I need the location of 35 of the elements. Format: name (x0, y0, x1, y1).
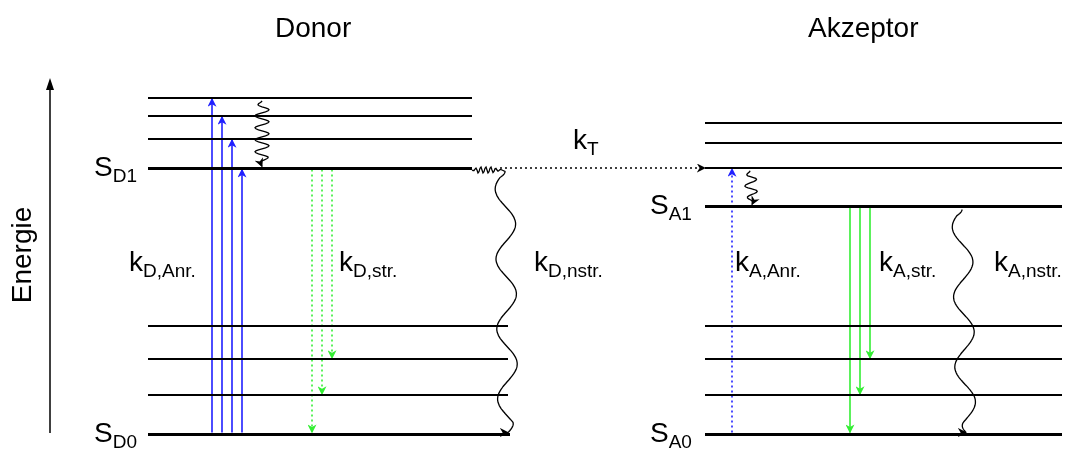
arrow (855, 206, 865, 396)
vibrational-level-line (148, 115, 472, 117)
vibrational-level-line (705, 167, 1062, 169)
level-label: S$_{D0}$ (94, 418, 137, 448)
arrow (845, 206, 855, 434)
vibrational-level-line (148, 394, 508, 396)
vibrational-level-line (705, 142, 1062, 144)
arrow (207, 97, 217, 434)
wavy-arrow (951, 208, 977, 434)
dotted-arrow (307, 168, 317, 434)
dotted-arrow (327, 168, 337, 360)
dotted-arrow (727, 167, 737, 434)
column-heading: Akzeptor (808, 12, 919, 44)
level-label: S$_{A0}$ (650, 418, 692, 448)
dotted-arrow (499, 163, 706, 173)
wavy-arrow (471, 165, 518, 434)
axis-label: Energie (5, 206, 38, 304)
arrow (227, 138, 237, 434)
vibrational-level-line (148, 138, 472, 140)
vibrational-level-line (148, 358, 508, 360)
arrow (237, 168, 247, 434)
vibrational-level-line (705, 358, 1062, 360)
vibrational-level-line (705, 325, 1062, 327)
vibrational-level-line (705, 122, 1062, 124)
wavy-arrow (744, 170, 760, 206)
wavy-arrow (254, 100, 270, 168)
vibrational-level-line (705, 394, 1062, 396)
level-label: S$_{A1}$ (650, 190, 692, 220)
column-heading: Donor (275, 12, 352, 44)
arrow (217, 115, 227, 434)
dotted-arrow (317, 168, 327, 396)
vibrational-level-line (148, 325, 508, 327)
arrow (865, 206, 875, 360)
vibrational-level-line (148, 97, 472, 99)
level-label: S$_{D1}$ (94, 152, 137, 182)
